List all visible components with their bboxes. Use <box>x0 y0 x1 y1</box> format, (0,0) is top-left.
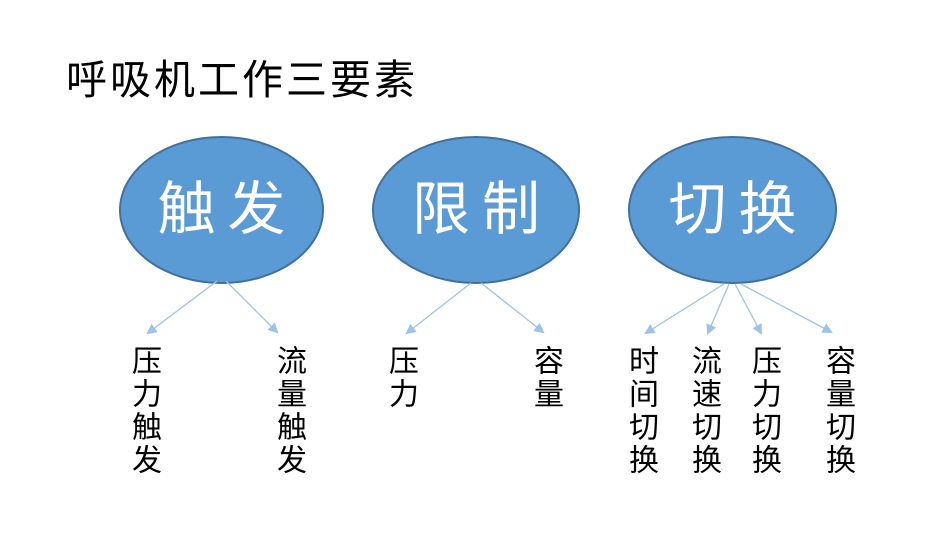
arrow-trigger-pressure <box>146 280 218 335</box>
arrow-limit-pressure <box>405 282 472 335</box>
bubble-limit-label: 限制 <box>411 177 552 242</box>
arrow-cycle-volume <box>740 283 833 333</box>
arrow-cycle-time <box>644 283 725 335</box>
bubble-trigger-label: 触发 <box>157 177 298 242</box>
arrow-cycle-pressure <box>734 283 762 335</box>
label-flow-trigger: 流量触发 <box>272 345 305 477</box>
label-pressure-trigger: 压力触发 <box>127 345 160 477</box>
arrow-trigger-flow <box>225 280 279 334</box>
bubble-cycle: 切换 <box>628 136 837 284</box>
arrow-limit-volume <box>480 282 545 334</box>
label-pressure-limit: 压力 <box>384 345 417 411</box>
label-flowrate-cycle: 流速切换 <box>687 345 720 477</box>
arrow-cycle-flowrate <box>706 283 730 335</box>
bubble-trigger: 触发 <box>119 136 324 284</box>
bubble-cycle-label: 切换 <box>668 177 809 242</box>
bubble-limit: 限制 <box>372 136 580 284</box>
label-time-cycle: 时间切换 <box>624 345 657 477</box>
label-volume-limit: 容量 <box>529 345 562 411</box>
slide-title: 呼吸机工作三要素 <box>66 57 418 103</box>
label-pressure-cycle: 压力切换 <box>747 345 780 477</box>
label-volume-cycle: 容量切换 <box>821 345 854 477</box>
